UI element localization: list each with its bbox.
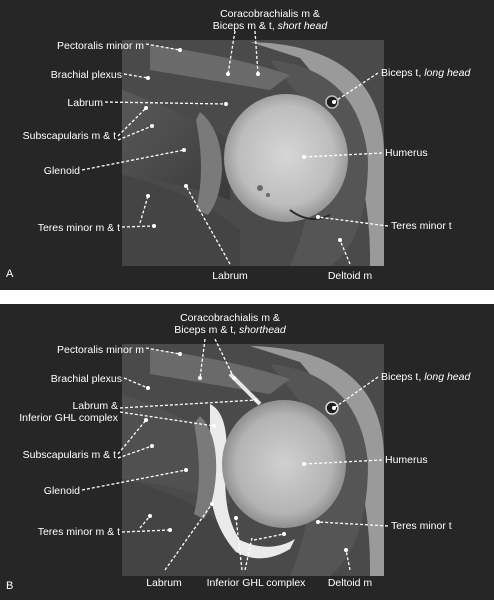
- label-coracobrachialis-b: Coracobrachialis m & Biceps m & t, short…: [150, 312, 310, 336]
- label-text: short head: [277, 20, 328, 32]
- label-ighl-bottom-b: Inferior GHL complex: [206, 577, 306, 589]
- label-pectoralis-a: Pectoralis minor m: [57, 40, 144, 52]
- label-labrum-bottom-a: Labrum: [212, 270, 248, 282]
- label-glenoid-b: Glenoid: [43, 485, 80, 497]
- label-humerus-b: Humerus: [385, 454, 428, 466]
- mri-image-a: [81, 30, 389, 266]
- label-deltoid-a: Deltoid m: [327, 270, 373, 282]
- label-text: Biceps m & t,: [174, 324, 240, 336]
- label-pectoralis-b: Pectoralis minor m: [57, 344, 144, 356]
- label-teres-minor-mt-b: Teres minor m & t: [37, 526, 120, 538]
- panel-a: Coracobrachialis m & Biceps m & t, short…: [0, 0, 494, 290]
- label-deltoid-b: Deltoid m: [327, 577, 373, 589]
- label-brachial-plexus-a: Brachial plexus: [50, 69, 122, 81]
- label-text: Labrum &: [72, 400, 118, 412]
- label-text: long head: [424, 67, 471, 79]
- label-biceps-long-head-b: Biceps t, long head: [381, 371, 470, 383]
- label-glenoid-a: Glenoid: [43, 165, 80, 177]
- label-subscapularis-b: Subscapularis m & t: [22, 449, 116, 461]
- panel-letter-a: A: [6, 268, 14, 280]
- label-text: Coracobrachialis m &: [180, 312, 280, 324]
- label-text: Coracobrachialis m &: [220, 8, 320, 20]
- label-subscapularis-a: Subscapularis m & t: [22, 130, 116, 142]
- label-text: Biceps t,: [381, 67, 425, 79]
- label-text: Biceps m & t,: [212, 20, 278, 32]
- label-teres-minor-mt-a: Teres minor m & t: [37, 222, 120, 234]
- label-coracobrachialis-a: Coracobrachialis m & Biceps m & t, short…: [190, 8, 350, 32]
- label-labrum-ighl-b: Labrum & Inferior GHL complex: [0, 400, 118, 424]
- panel-b: Coracobrachialis m & Biceps m & t, short…: [0, 304, 494, 600]
- label-text: long head: [424, 371, 471, 383]
- label-labrum-bottom-b: Labrum: [146, 577, 182, 589]
- label-brachial-plexus-b: Brachial plexus: [50, 373, 122, 385]
- label-humerus-a: Humerus: [385, 147, 428, 159]
- label-labrum-left-a: Labrum: [67, 97, 103, 109]
- panel-letter-b: B: [6, 580, 14, 592]
- label-text: shorthead: [239, 324, 286, 336]
- label-text: Inferior GHL complex: [19, 412, 118, 424]
- label-biceps-long-head-a: Biceps t, long head: [381, 67, 470, 79]
- label-text: Biceps t,: [381, 371, 425, 383]
- label-teres-minor-t-b: Teres minor t: [391, 520, 452, 532]
- label-teres-minor-t-a: Teres minor t: [391, 220, 452, 232]
- mri-image-b: [81, 338, 389, 576]
